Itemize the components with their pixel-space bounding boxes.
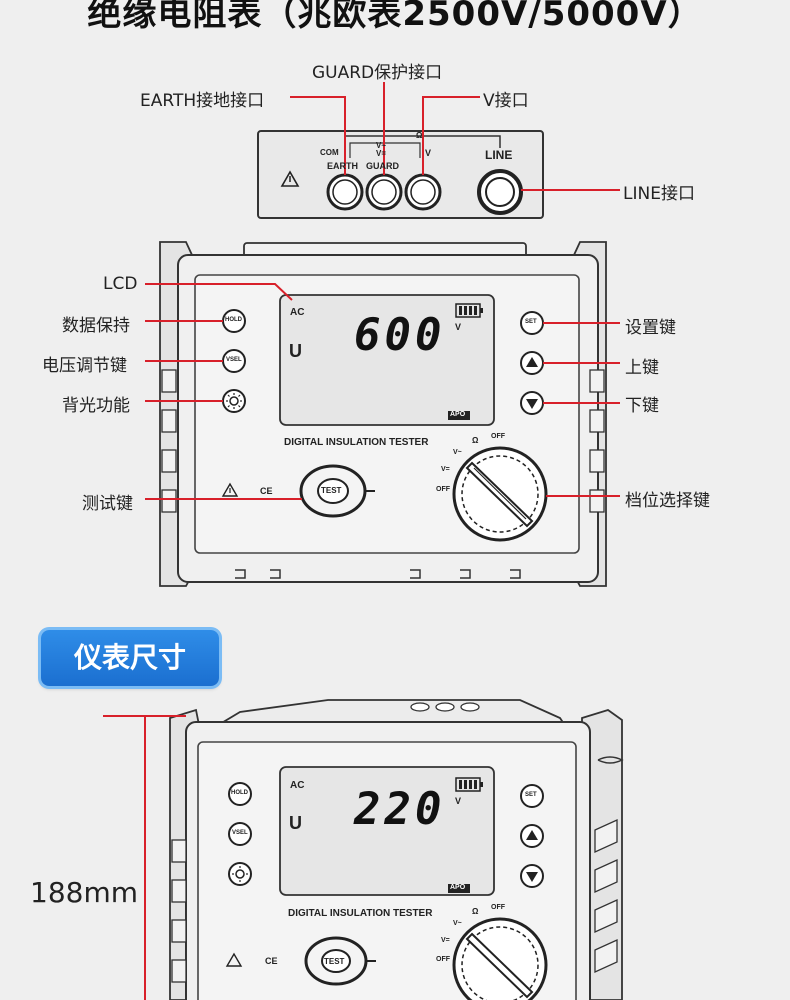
dimension-line bbox=[103, 715, 186, 1000]
page-title: 绝缘电阻表（兆欧表2500V/5000V） bbox=[87, 0, 703, 34]
dial-vdc: V= bbox=[441, 466, 450, 473]
up-arrow-icon bbox=[526, 357, 538, 367]
selector-dial[interactable] bbox=[452, 446, 548, 542]
dial-omega: Ω bbox=[472, 436, 479, 445]
hold-callout: 数据保持 bbox=[62, 316, 130, 336]
lcd2-v-unit: V bbox=[455, 796, 462, 806]
panel-com-label: COM bbox=[320, 148, 339, 157]
ce-mark: CE bbox=[260, 486, 273, 496]
ce2-mark: CE bbox=[265, 956, 278, 966]
vsel-callout: 电压调节键 bbox=[42, 356, 127, 376]
lcd2-u-label: U bbox=[289, 813, 302, 833]
line-socket[interactable] bbox=[477, 169, 523, 215]
dial-off-top: OFF bbox=[491, 433, 505, 440]
earth-callout: EARTH接地接口 bbox=[140, 91, 265, 111]
dial-vac: V~ bbox=[453, 449, 462, 456]
terminal-callout-lines bbox=[290, 82, 620, 191]
sun-icon bbox=[229, 396, 239, 406]
vsel2-label: VSEL bbox=[232, 830, 248, 836]
panel-v-label: V bbox=[425, 148, 432, 158]
dial-off-left: OFF bbox=[436, 486, 450, 493]
lcd-u-label: U bbox=[289, 341, 302, 361]
guard-callout: GUARD保护接口 bbox=[312, 63, 443, 83]
lcd2-apo-label: APO bbox=[450, 884, 466, 891]
up-button[interactable] bbox=[520, 351, 544, 375]
down-button[interactable] bbox=[520, 391, 544, 415]
dial2-omega: Ω bbox=[472, 907, 479, 916]
panel-vac-label: V~ bbox=[376, 141, 387, 150]
height-dimension: 188mm bbox=[30, 876, 138, 909]
brand-label: DIGITAL INSULATION TESTER bbox=[284, 437, 429, 448]
brand2-label: DIGITAL INSULATION TESTER bbox=[288, 908, 433, 919]
test-label: TEST bbox=[321, 486, 342, 495]
hold-label: HOLD bbox=[225, 317, 242, 323]
v-callout: V接口 bbox=[483, 91, 529, 111]
terminal-panel-diagram bbox=[257, 82, 620, 219]
down-arrow-icon bbox=[526, 399, 538, 409]
line-callout: LINE接口 bbox=[623, 184, 695, 204]
set-callout: 设置键 bbox=[625, 318, 676, 338]
guard-socket[interactable] bbox=[365, 173, 403, 211]
backlight-callout: 背光功能 bbox=[62, 396, 130, 416]
dial2-vac: V~ bbox=[453, 920, 462, 927]
test-button[interactable] bbox=[299, 464, 375, 518]
test-callout: 测试键 bbox=[82, 494, 133, 514]
lcd-reading: 600 bbox=[354, 310, 446, 361]
dial2-off-left: OFF bbox=[436, 956, 450, 963]
up-callout: 上键 bbox=[625, 358, 659, 378]
set-label: SET bbox=[525, 319, 537, 325]
down-callout: 下键 bbox=[625, 396, 659, 416]
panel-omega-label: Ω bbox=[416, 131, 423, 140]
meter-dimension-diagram bbox=[103, 699, 624, 1000]
section-title-dimensions: 仪表尺寸 bbox=[41, 630, 219, 686]
selector-callout: 档位选择键 bbox=[625, 491, 710, 511]
apo-badge bbox=[448, 411, 470, 420]
lcd-v-unit: V bbox=[455, 322, 462, 332]
warning-icon bbox=[280, 170, 300, 187]
panel-line-label: LINE bbox=[485, 148, 513, 162]
hold2-label: HOLD bbox=[231, 790, 248, 796]
lcd2-ac-label: AC bbox=[290, 780, 305, 791]
lcd-callout: LCD bbox=[103, 274, 138, 294]
warning-icon bbox=[221, 482, 239, 497]
lcd-screen bbox=[279, 294, 495, 426]
vsel-label: VSEL bbox=[226, 357, 242, 363]
meter-callout-lines bbox=[145, 283, 620, 500]
backlight-button[interactable] bbox=[222, 389, 246, 413]
meter-front-diagram bbox=[145, 241, 620, 587]
lcd2-reading: 220 bbox=[354, 784, 446, 835]
test2-label: TEST bbox=[324, 957, 345, 966]
panel-guard-label: GUARD bbox=[366, 161, 399, 171]
set2-label: SET bbox=[525, 792, 537, 798]
lcd-ac-label: AC bbox=[290, 307, 305, 318]
lcd-apo-label: APO bbox=[450, 411, 466, 418]
dial2-vdc: V= bbox=[441, 937, 450, 944]
panel-vdc-label: V= bbox=[376, 149, 387, 158]
panel-earth-label: EARTH bbox=[327, 161, 358, 171]
dial2-off-top: OFF bbox=[491, 904, 505, 911]
